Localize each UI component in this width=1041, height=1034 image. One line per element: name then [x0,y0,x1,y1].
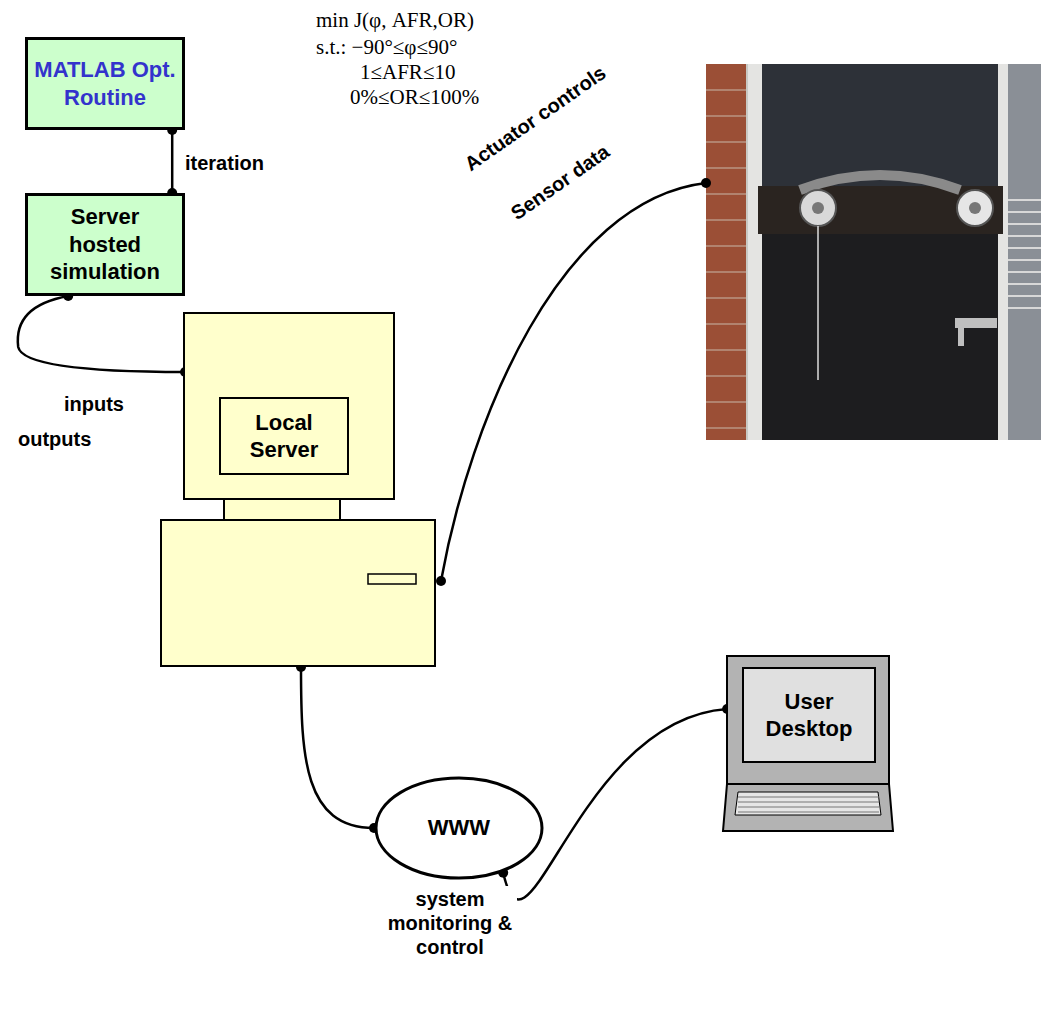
signal-label: outputs [18,428,91,451]
monitor-bezel [184,313,394,499]
keyboard-row [738,812,879,813]
node-text: Local Server [225,409,343,464]
signal-label: inputs [64,393,124,416]
formula-text: s.t.: −90°≤φ≤90° [316,35,457,60]
node-text: Server hosted simulation [32,203,178,286]
node-text: MATLAB Opt. Routine [32,56,178,111]
computer-outline [160,312,442,667]
user-laptop: User Desktop [722,655,894,835]
node-text: User Desktop [748,688,870,743]
connector-line [18,296,185,372]
laptop-lid [727,656,889,784]
keyboard-row [738,807,879,808]
computer-tower [161,520,435,666]
laptop-base [723,784,893,831]
formula-text: 0%≤OR≤100% [350,85,479,110]
keyboard-row [738,797,879,798]
connector-label: iteration [182,150,267,176]
formula-text: min J(φ, AFR,OR) [316,8,474,33]
test-facade-photo [706,64,1041,440]
laptop-keyboard [735,792,881,815]
network-ellipse: WWW [374,776,544,880]
drive-slot [368,574,416,584]
process-box: Server hosted simulation [25,193,185,296]
actuator-sensor-wire [436,178,711,586]
connector-line [171,130,174,193]
connector-line [301,667,374,828]
keyboard-row [738,802,879,803]
laptop-screen: User Desktop [742,667,876,763]
connector-label: system monitoring & control [383,886,517,960]
signal-label: Sensor data [507,140,614,225]
monitor-stand [224,499,340,520]
process-box: MATLAB Opt. Routine [25,37,185,130]
local-server-computer: Local Server [160,312,442,667]
formula-text: 1≤AFR≤10 [360,60,455,85]
connector-line [503,709,727,900]
node-text: WWW [428,814,490,842]
monitor-screen: Local Server [219,397,349,475]
ellipse-shape [376,778,542,878]
